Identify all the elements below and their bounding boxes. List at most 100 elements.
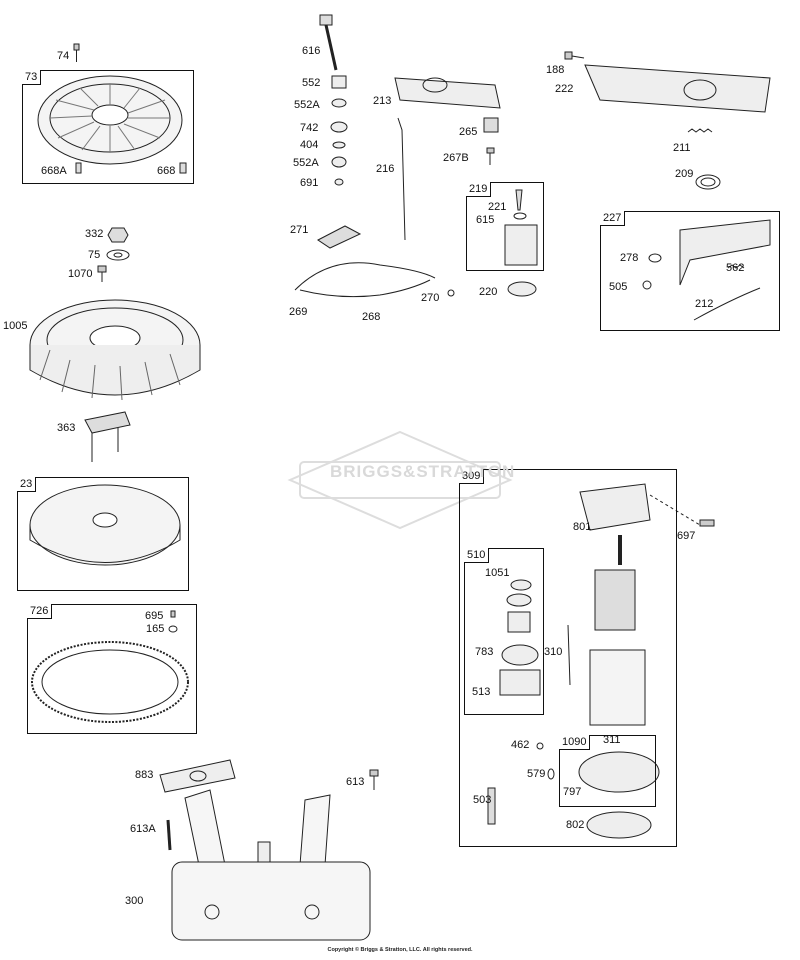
part-label-691: 691	[300, 177, 319, 189]
flywheel-backplate-part	[29, 484, 181, 566]
drive-kit-510-parts	[499, 579, 541, 696]
washer-278-part	[648, 253, 662, 263]
part-label-222: 222	[555, 83, 574, 95]
clip-668a-part	[75, 162, 82, 174]
briggs-stratton-watermark-logo	[287, 430, 513, 530]
part-label-216: 216	[376, 163, 395, 175]
washer-220-part	[507, 281, 537, 297]
part-label-265: 265	[459, 126, 478, 138]
part-label-615: 615	[476, 214, 495, 226]
group-box-219	[466, 182, 544, 271]
group-box-510	[464, 548, 544, 715]
part-label-562: 562	[726, 262, 745, 274]
nut-462-part	[536, 742, 544, 750]
part-label-552: 552	[302, 77, 321, 89]
part-label-213: 213	[373, 95, 392, 107]
nut-505-part	[642, 280, 652, 290]
governor-lever-271-part	[317, 225, 362, 249]
governor-shaft-616-part	[319, 14, 338, 71]
link-212-part	[693, 287, 761, 321]
part-label-616: 616	[302, 45, 321, 57]
bolt-188-part	[564, 51, 585, 60]
screw-695-165-part	[168, 610, 178, 633]
part-label-404: 404	[300, 139, 319, 151]
part-label-505: 505	[609, 281, 628, 293]
part-label-1051: 1051	[485, 567, 510, 579]
part-label-668: 668	[157, 165, 176, 177]
part-label-221: 221	[488, 201, 507, 213]
control-bracket-213-part	[394, 77, 501, 109]
part-label-74: 74	[57, 50, 70, 62]
part-label-503: 503	[473, 794, 492, 806]
group-number-1090: 1090	[559, 735, 591, 750]
group-number-23: 23	[17, 477, 37, 492]
spring-211-part	[687, 128, 713, 133]
part-label-513: 513	[472, 686, 491, 698]
exhaust-gasket-883-part	[159, 759, 236, 793]
part-label-212: 212	[695, 298, 714, 310]
bolt-613-part	[369, 769, 379, 790]
fan-retainer-bracket-part	[84, 411, 131, 462]
part-label-552a-lower: 552A	[293, 157, 319, 169]
watermark-text: BRIGGS&STRATTON	[330, 462, 516, 481]
part-label-75: 75	[88, 249, 101, 261]
part-label-332: 332	[85, 228, 104, 240]
part-label-300: 300	[125, 895, 144, 907]
nut-270-part	[447, 289, 455, 297]
part-label-1005: 1005	[3, 320, 28, 332]
ring-gear-part	[31, 641, 189, 723]
starter-bracket-219-parts	[504, 189, 538, 266]
spring-209-part	[695, 174, 721, 190]
clip-668-part	[179, 162, 187, 174]
part-label-613: 613	[346, 776, 365, 788]
part-label-363: 363	[57, 422, 76, 434]
part-label-462: 462	[511, 739, 530, 751]
part-label-579: 579	[527, 768, 546, 780]
part-label-797: 797	[563, 786, 582, 798]
group-box-227	[600, 211, 780, 331]
part-label-310: 310	[544, 646, 563, 658]
control-cable-268-part	[294, 262, 436, 298]
part-label-211: 211	[673, 142, 691, 154]
screw-267b-part	[486, 147, 495, 165]
group-box-23	[17, 477, 189, 591]
spring-562-part	[727, 264, 745, 269]
part-label-801: 801	[573, 521, 592, 533]
flywheel-fan-part	[29, 299, 201, 401]
group-number-73: 73	[22, 70, 42, 85]
shaft-washers-part	[330, 75, 348, 186]
washer-579-part	[547, 768, 555, 780]
part-label-278: 278	[620, 252, 639, 264]
muffler-300-part	[171, 841, 371, 941]
part-label-268: 268	[362, 311, 381, 323]
part-label-311: 311	[603, 734, 621, 746]
part-label-783: 783	[475, 646, 494, 658]
group-number-510: 510	[464, 548, 490, 563]
part-label-270: 270	[421, 292, 440, 304]
part-label-188: 188	[546, 64, 565, 76]
part-label-883: 883	[135, 769, 154, 781]
group-box-1090	[559, 735, 656, 807]
part-label-271: 271	[290, 224, 309, 236]
group-box-73	[22, 70, 194, 184]
strap-503-part	[487, 787, 496, 825]
part-label-1070: 1070	[68, 268, 93, 280]
part-label-697: 697	[677, 530, 696, 542]
group-number-726: 726	[27, 604, 53, 619]
group-number-227: 227	[600, 211, 626, 226]
part-label-269: 269	[289, 306, 308, 318]
part-label-742: 742	[300, 122, 319, 134]
group-box-309	[459, 469, 677, 847]
group-number-309: 309	[459, 469, 485, 484]
bolt-74-part	[73, 43, 80, 62]
part-label-267b: 267B	[443, 152, 469, 164]
group-box-726	[27, 604, 197, 734]
bracket-222-part	[584, 64, 771, 113]
end-cap-802-part	[586, 811, 652, 839]
part-label-209: 209	[675, 168, 694, 180]
starter-motor-309-parts	[567, 483, 715, 726]
clip-265-part	[483, 117, 499, 133]
part-label-552a-upper: 552A	[294, 99, 320, 111]
part-label-165: 165	[146, 623, 165, 635]
